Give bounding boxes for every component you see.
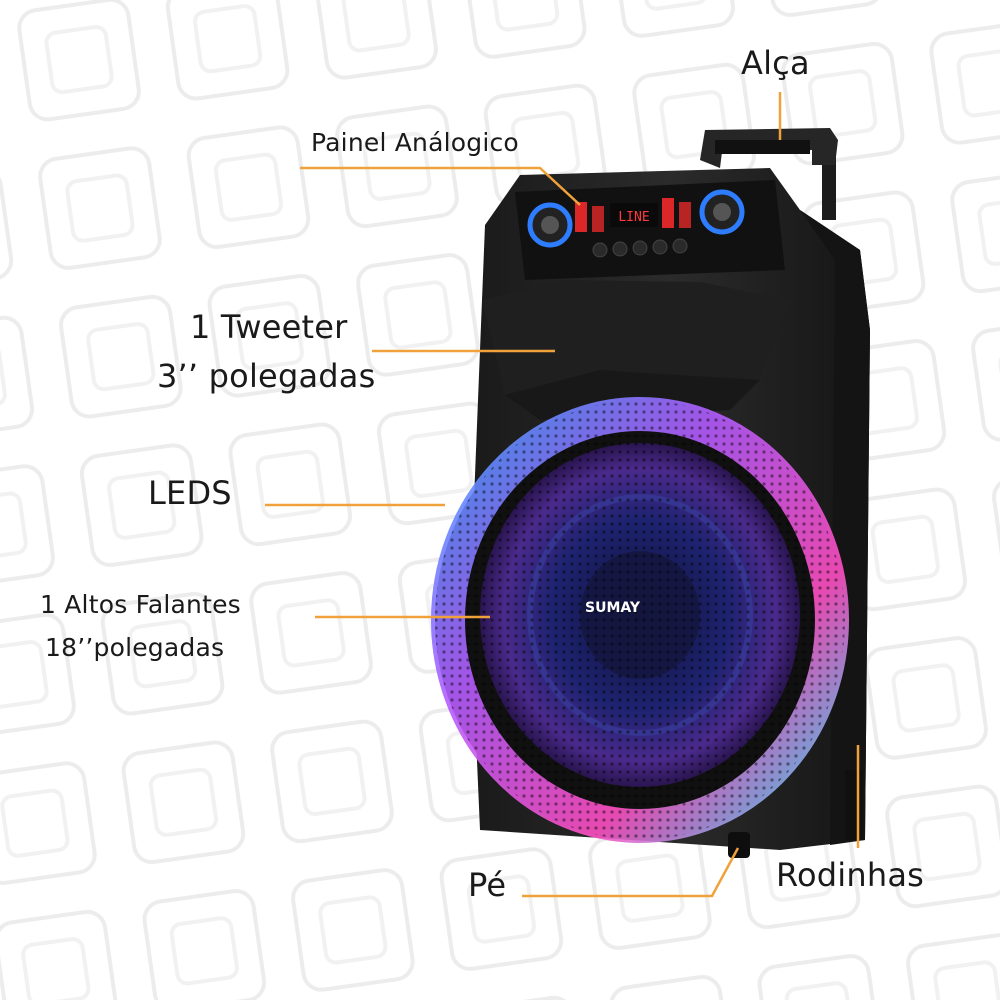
main-speaker: SUMAY [431,397,849,843]
foot [728,832,750,858]
tweeter-horn [482,280,790,395]
wheels [845,770,863,840]
panel-display: LINE [618,210,649,225]
label-tweeter-line1: 1 Tweeter [190,308,348,346]
label-speaker-line1: 1 Altos Falantes [40,590,241,619]
label-leds: LEDS [148,474,232,512]
label-wheels: Rodinhas [776,856,925,894]
label-handle: Alça [741,44,810,82]
handle [700,128,838,220]
label-tweeter-line2: 3’’ polegadas [157,357,376,395]
label-speaker-line2: 18’’polegadas [45,633,225,662]
brand-logo-icon: SUMAY [585,600,641,616]
label-panel: Painel Análogico [311,128,519,157]
analog-panel: LINE [515,180,785,280]
label-foot: Pé [468,866,507,904]
